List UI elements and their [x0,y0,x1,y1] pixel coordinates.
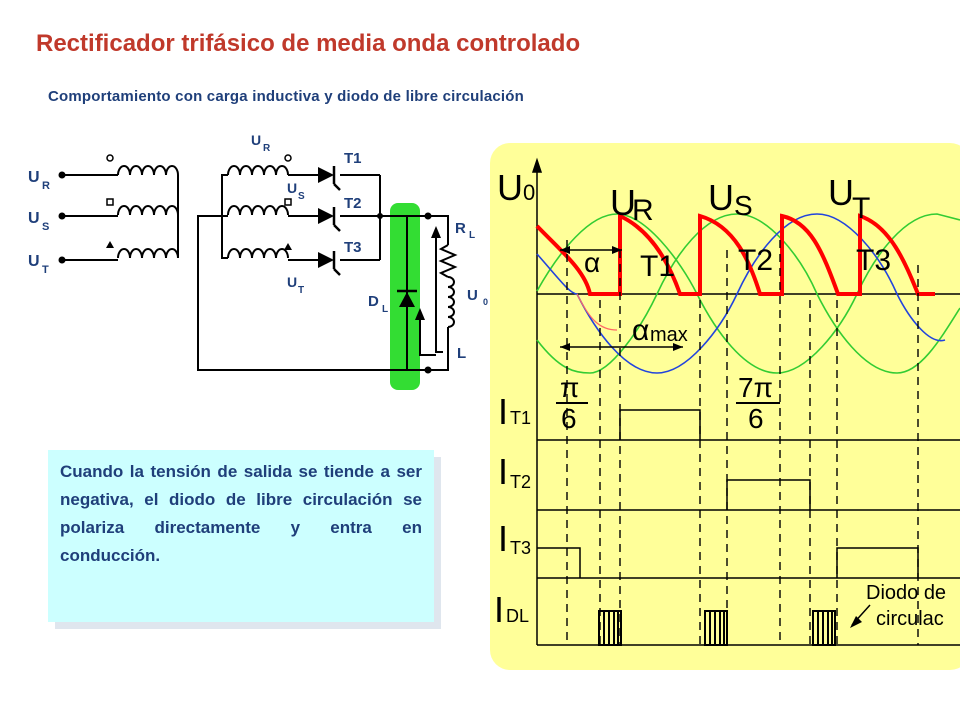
note-box: Cuando la tensión de salida se tiende a … [48,450,434,622]
secondary-winding-s [227,205,289,216]
svg-text:T1: T1 [510,408,531,428]
diode-caption-line1: Diodo de [866,582,946,604]
svg-text:S: S [42,221,49,233]
load-resistor [438,244,458,278]
label-secondary-ur: U [251,132,261,148]
label-dl: D [368,293,379,310]
wave-label-u0: U [497,167,523,208]
freewheel-diode [399,292,415,307]
thyristor-t1 [318,167,334,183]
label-it1: I [498,391,508,432]
svg-text:R: R [263,143,271,154]
label-secondary-us: U [287,180,297,196]
idl-pulses [598,610,836,646]
svg-text:0: 0 [523,180,535,205]
rectifier-circuit: U R U S U T U R U S U T T1 T2 T3 R L D L… [28,132,488,390]
svg-text:T: T [298,285,304,296]
svg-text:DL: DL [506,606,529,626]
note-text: Cuando la tensión de salida se tiende a … [60,462,422,565]
svg-text:S: S [298,191,305,202]
svg-text:R: R [42,180,50,192]
label-inductor: L [457,345,466,362]
svg-text:T2: T2 [510,472,531,492]
current-it2 [726,479,811,510]
wave-label-ur: U [610,182,636,223]
label-it3: I [498,518,508,559]
pi-over-6-num: π [560,372,579,403]
seven-pi-over-6-den: 6 [748,403,764,434]
t3-interval-label: T3 [856,244,891,277]
label-secondary-ut: U [287,274,297,290]
waveform-background [490,143,960,670]
thyristor-t3 [318,252,334,268]
svg-text:0: 0 [483,297,488,307]
phase-wave-s-green [536,213,960,374]
label-t1: T1 [344,150,362,167]
t2-interval-label: T2 [738,244,773,277]
secondary-winding-r [227,165,289,176]
svg-text:max: max [650,324,688,346]
alpha-label: α [584,247,600,278]
page-title: Rectificador trifásico de media onda con… [36,30,581,57]
phase-wave-t-green [536,213,960,374]
label-it2: I [498,451,508,492]
current-it3-start [537,547,581,578]
svg-text:T3: T3 [510,538,531,558]
pi-over-6-den: 6 [561,403,577,434]
wave-label-ut: U [828,172,854,213]
svg-text:T: T [42,264,49,276]
label-u0: U [467,287,478,304]
svg-text:L: L [382,304,388,315]
primary-winding-s [117,205,179,216]
page-subtitle: Comportamiento con carga inductiva y dio… [48,88,525,105]
output-voltage-red [535,212,935,296]
label-idl: I [494,589,504,630]
label-t2: T2 [344,195,362,212]
phase-wave-r-light [576,293,618,331]
label-t3: T3 [344,239,362,256]
load-inductor [447,276,455,328]
svg-text:L: L [469,230,475,241]
current-it1 [619,409,701,440]
t1-interval-label: T1 [640,250,675,283]
label-ut: U [28,253,40,270]
label-ur: U [28,169,40,186]
primary-winding-r [117,165,179,176]
diode-caption-line2: circulac [876,608,944,630]
wave-label-us: U [708,177,734,218]
svg-text:T: T [852,192,870,225]
alpha-max-label: α [632,314,649,347]
current-it3-end [836,547,919,578]
primary-winding-t [117,248,179,259]
svg-text:R: R [632,194,654,227]
label-rl: R [455,220,466,237]
svg-text:S: S [734,190,753,221]
thyristor-t2 [318,208,334,224]
secondary-winding-t [227,248,289,259]
seven-pi-over-6-num: 7π [738,372,773,403]
label-us: U [28,210,40,227]
